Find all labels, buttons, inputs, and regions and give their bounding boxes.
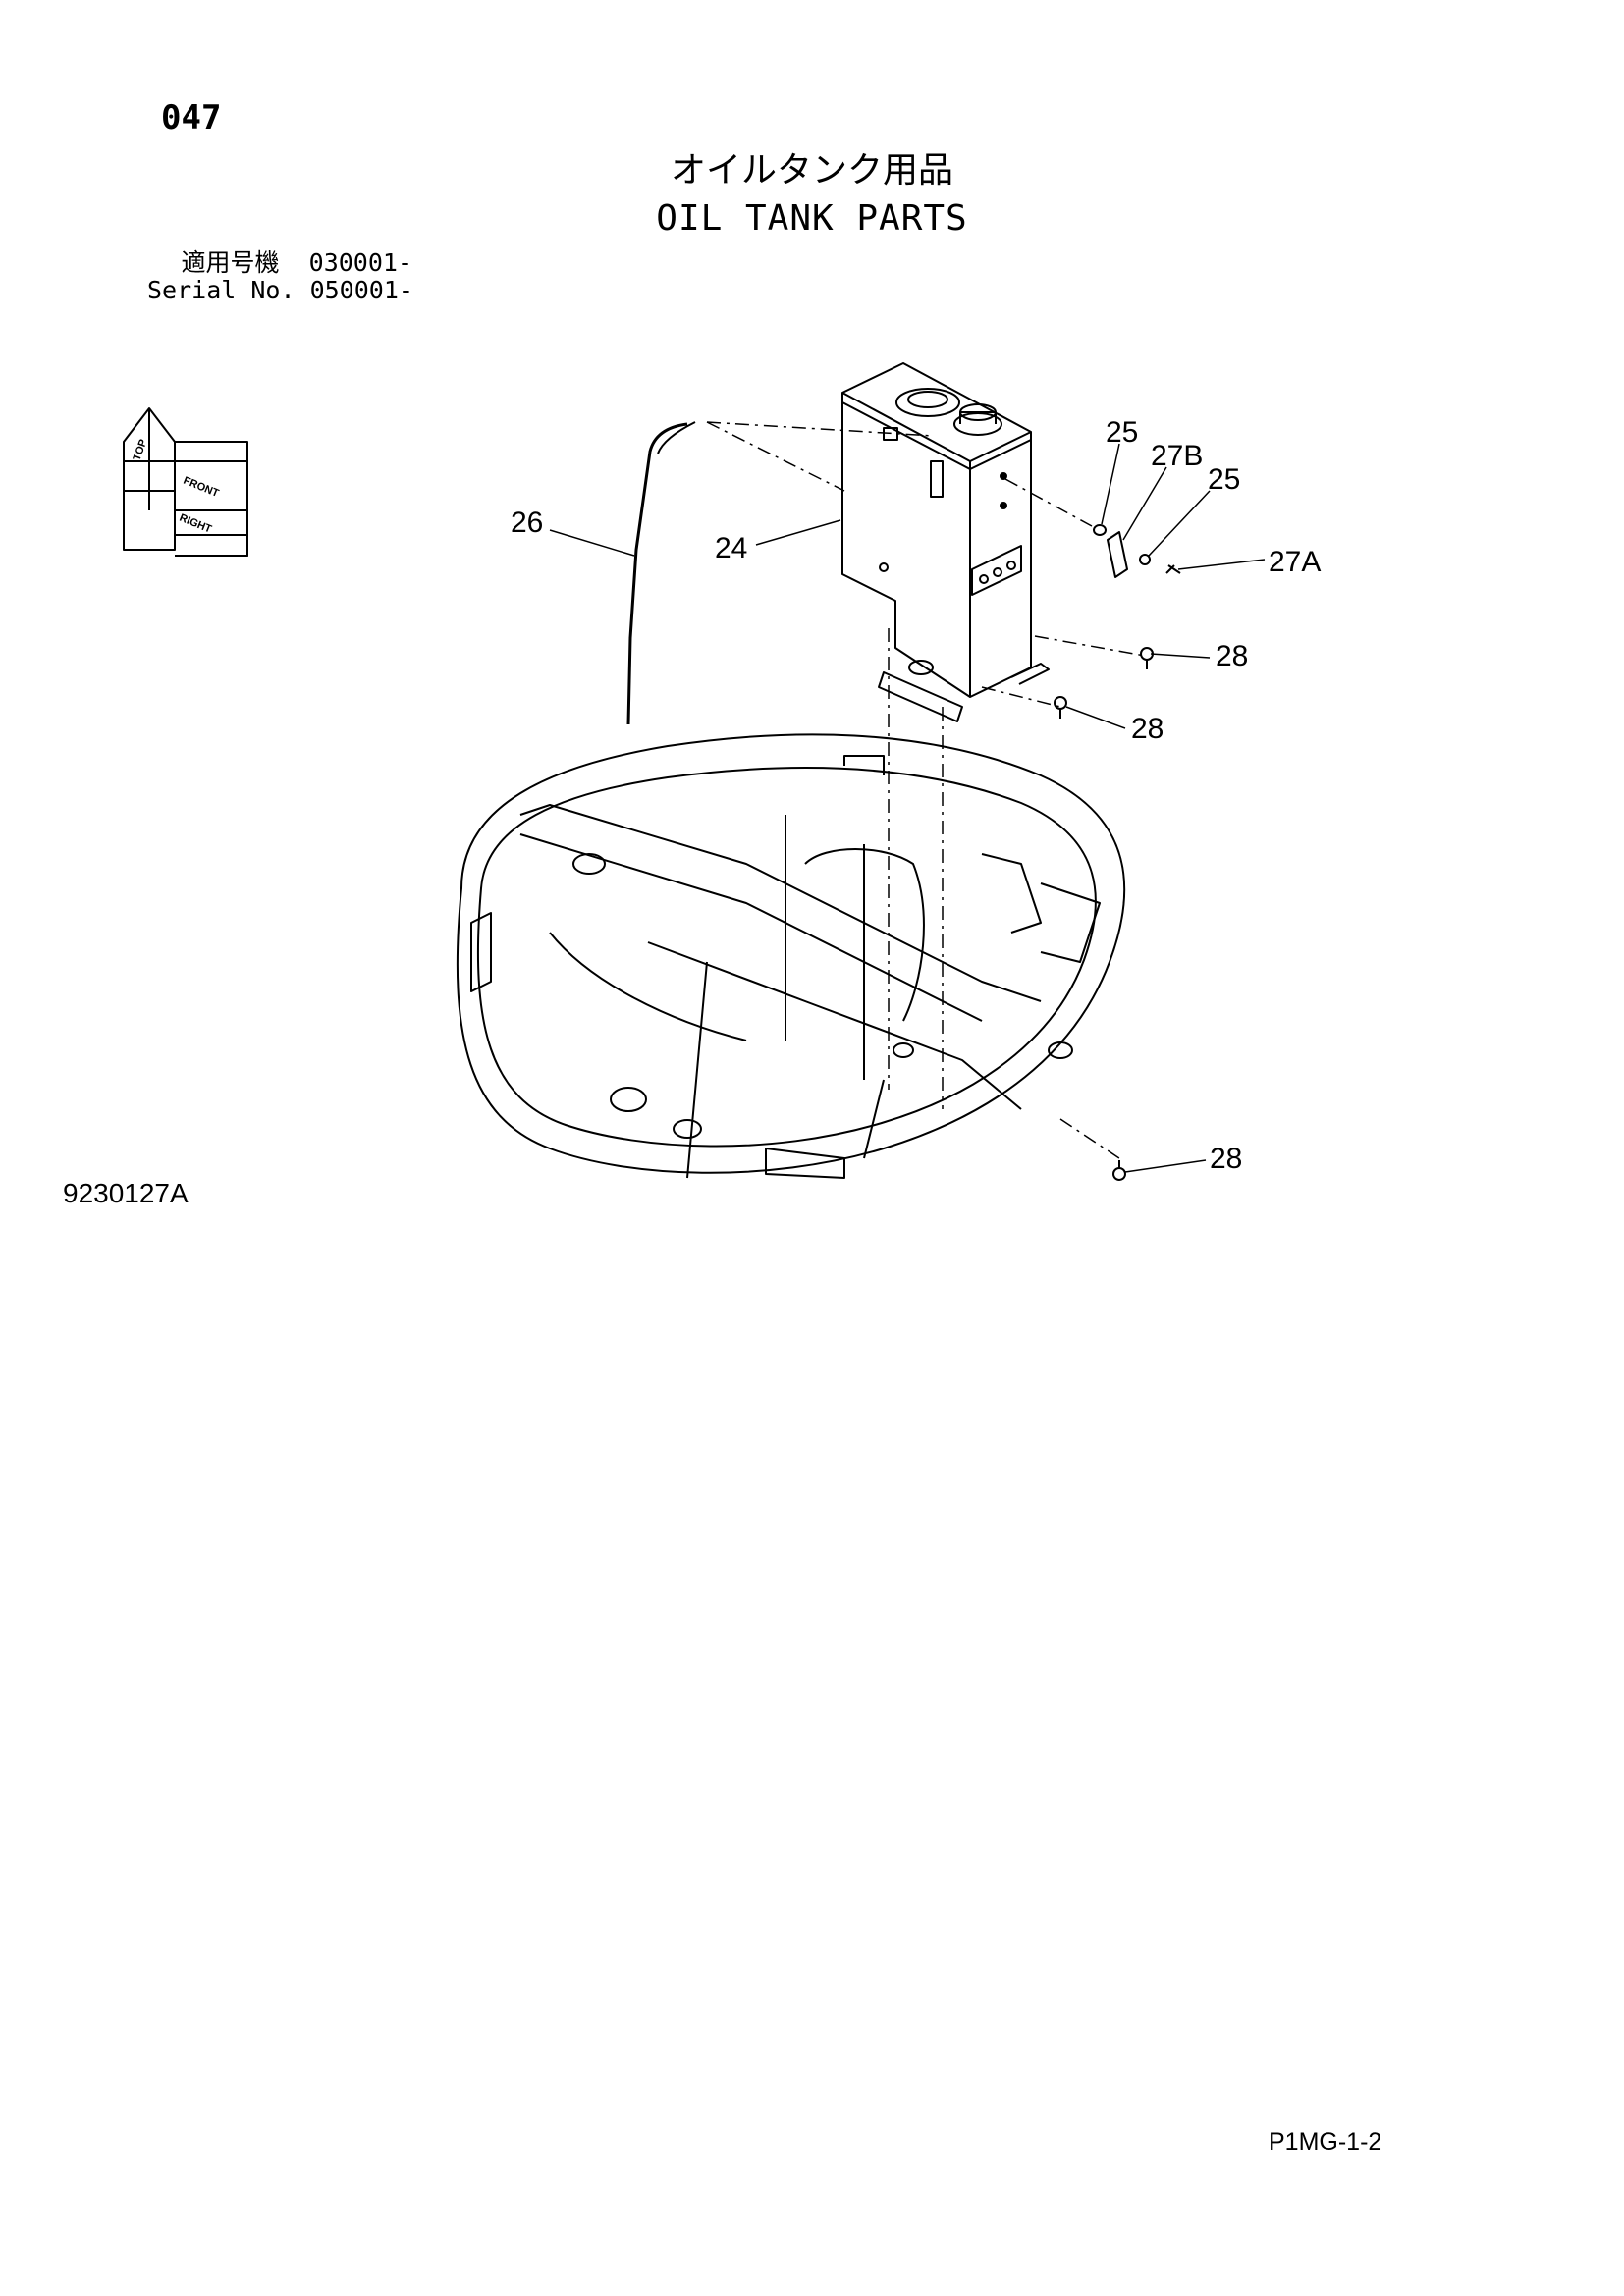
title-block: オイルタンク用品 OIL TANK PARTS <box>0 147 1624 243</box>
callout-28-upper: 28 <box>1216 640 1248 672</box>
orientation-cube-icon <box>123 407 248 557</box>
page-title-japanese: オイルタンク用品 <box>670 150 953 190</box>
callout-24: 24 <box>715 532 747 564</box>
orientation-right-label: RIGHT <box>178 512 213 536</box>
page-code: P1MG-1-2 <box>1269 2128 1382 2156</box>
callout-28-middle: 28 <box>1131 713 1164 745</box>
callout-25-upper: 25 <box>1106 416 1138 449</box>
drawing-number: 9230127A <box>63 1178 189 1208</box>
hardware-parts <box>1054 524 1181 1181</box>
callout-26: 26 <box>511 507 543 539</box>
serial-value: 050001- <box>309 276 413 304</box>
assembly-lines <box>706 421 1146 1159</box>
page-number: 047 <box>161 98 222 137</box>
revolving-frame <box>456 733 1126 1179</box>
oil-tank-part <box>841 362 1050 722</box>
serial-range: 適用号機 030001- Serial No. 050001- <box>147 249 413 304</box>
serial-row-japanese: 適用号機 030001- <box>147 249 412 277</box>
leader-lines <box>549 443 1266 1173</box>
callout-27b: 27B <box>1151 440 1203 472</box>
callout-27a: 27A <box>1269 546 1321 578</box>
orientation-front-label: FRONT <box>182 475 221 500</box>
serial-row-english: Serial No. 050001- <box>147 276 413 304</box>
page-title: OIL TANK PARTS <box>656 198 968 239</box>
serial-label: Serial No. <box>147 276 296 304</box>
parts-diagram: TOP FRONT RIGHT 26 24 25 27B 25 27A 28 2… <box>123 362 1321 1181</box>
orientation-top-label: TOP <box>132 438 150 462</box>
callout-28-lower: 28 <box>1210 1143 1242 1175</box>
hose-part <box>626 421 696 725</box>
serial-value-japanese: 030001- <box>308 248 412 277</box>
callout-25-lower: 25 <box>1208 463 1240 496</box>
serial-label-japanese: 適用号機 <box>181 248 280 277</box>
